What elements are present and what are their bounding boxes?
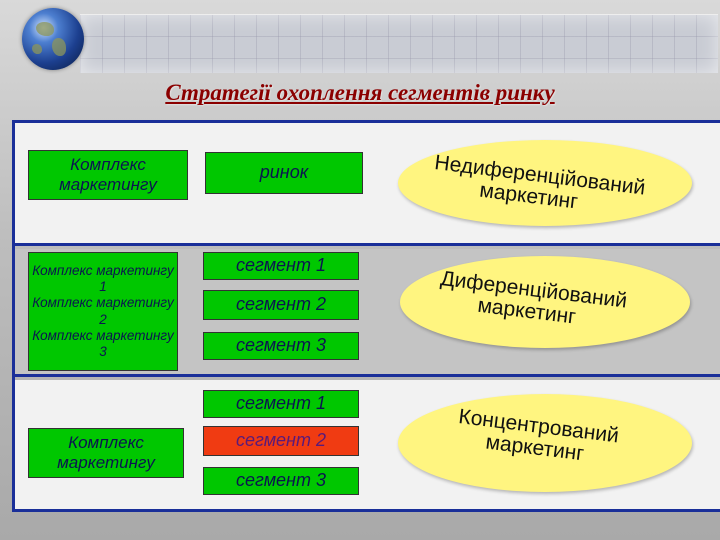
decorative-map-banner (80, 14, 718, 73)
market-box: ринок (205, 152, 363, 194)
segment-box: сегмент 1 (203, 390, 359, 418)
marketing-mix-box: Комплекс маркетингу (28, 150, 188, 200)
segment-box: сегмент 3 (203, 332, 359, 360)
page-title: Стратегії охоплення сегментів ринку (165, 80, 555, 105)
marketing-mix-item: Комплекс маркетингу 1 (32, 262, 174, 295)
strategy-ellipse-concentrated: Концентрований маркетинг (398, 394, 692, 492)
marketing-mix-item: Комплекс маркетингу 3 (32, 327, 174, 359)
marketing-mix-item: Комплекс маркетингу 2 (32, 295, 174, 327)
marketing-mix-stack: Комплекс маркетингу 1 Комплекс маркетинг… (28, 252, 178, 371)
divider (15, 243, 720, 246)
globe-icon (22, 8, 84, 70)
strategy-ellipse-undifferentiated: Недиференційований маркетинг (398, 140, 692, 226)
strategy-ellipse-differentiated: Диференційований маркетинг (400, 256, 690, 348)
segment-box: сегмент 1 (203, 252, 359, 280)
divider (15, 374, 720, 377)
diagram-frame (12, 120, 720, 512)
marketing-mix-box: Комплекс маркетингу (28, 428, 184, 478)
segment-box-target: сегмент 2 (203, 426, 359, 456)
segment-box: сегмент 2 (203, 290, 359, 320)
segment-box: сегмент 3 (203, 467, 359, 495)
